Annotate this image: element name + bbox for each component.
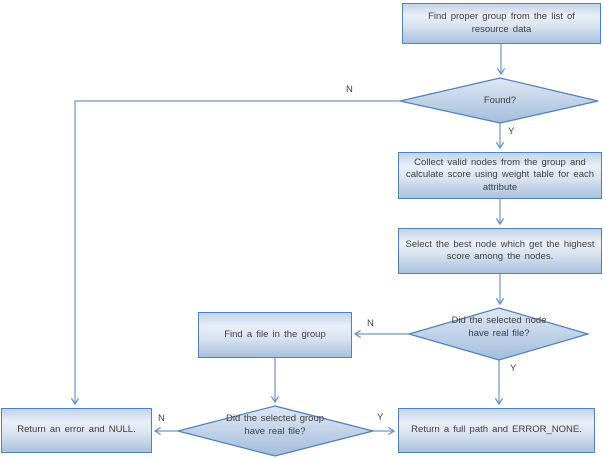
node-return-full-path: Return a full path and ERROR_NONE.	[398, 408, 595, 453]
decision-group-has-real-file-label: Did the selected group have real file?	[225, 413, 325, 437]
decision-group-has-real-file-shape	[177, 405, 374, 457]
decision-found-label: Found?	[483, 95, 517, 106]
node-find-proper-group-label: Find proper group from the list of resou…	[428, 11, 575, 35]
edge-label-group-no: N	[158, 413, 165, 424]
edge-label-node-no: N	[367, 318, 374, 329]
node-find-proper-group: Find proper group from the list of resou…	[402, 3, 601, 44]
decision-found-shape	[399, 77, 599, 124]
decision-node-has-real-file-shape	[406, 307, 591, 361]
edge-label-group-yes: Y	[377, 412, 384, 423]
edge-label-found-yes: Y	[508, 126, 515, 137]
decision-node-has-real-file-label: Did the selected node have real file?	[451, 315, 547, 339]
edge-label-node-yes: Y	[510, 363, 517, 374]
node-select-best-node-label: Select the best node which get the highe…	[405, 238, 595, 263]
node-return-error-null-label: Return an error and NULL.	[17, 424, 136, 436]
node-return-full-path-label: Return a full path and ERROR_NONE.	[411, 424, 582, 436]
node-find-file-in-group: Find a file in the group	[198, 312, 352, 358]
connector-found-no-to-return-error	[70, 100, 400, 406]
node-return-error-null: Return an error and NULL.	[1, 408, 152, 453]
node-collect-valid-nodes-label: Collect valid nodes from the group and c…	[405, 156, 595, 193]
edge-label-found-no: N	[346, 84, 353, 95]
node-select-best-node: Select the best node which get the highe…	[398, 228, 602, 274]
node-collect-valid-nodes: Collect valid nodes from the group and c…	[398, 152, 602, 199]
node-find-file-in-group-label: Find a file in the group	[224, 328, 326, 340]
